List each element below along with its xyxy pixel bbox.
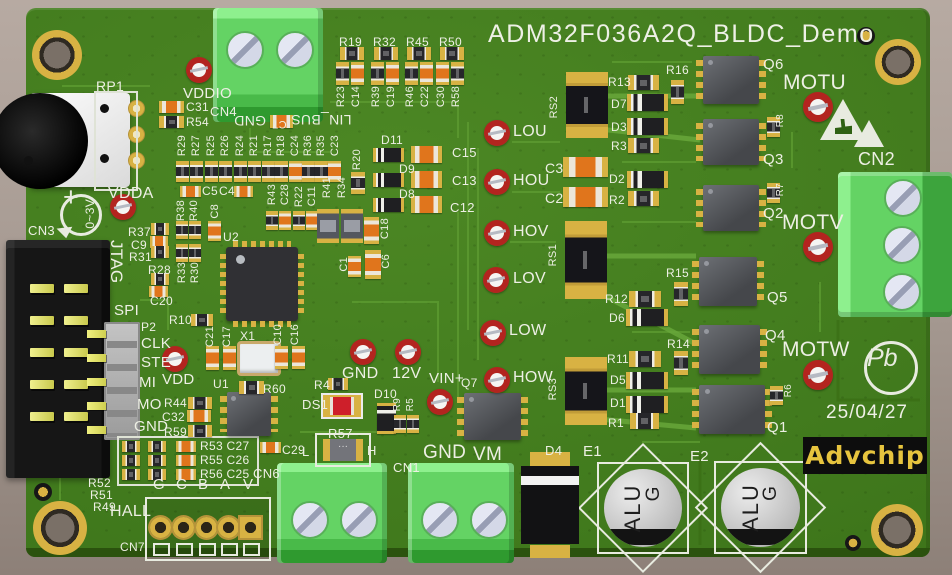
copper-traces xyxy=(59,61,920,552)
